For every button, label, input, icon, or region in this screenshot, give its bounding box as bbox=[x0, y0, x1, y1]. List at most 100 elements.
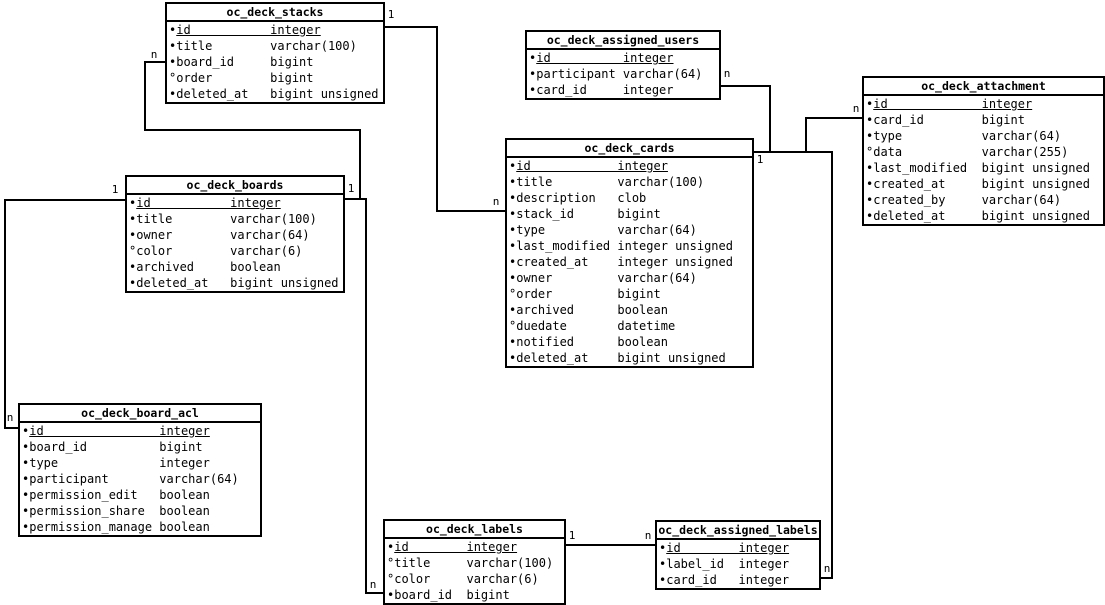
required-bullet-icon: • bbox=[509, 175, 517, 189]
column-row-board_id: •board_id bigint bbox=[167, 54, 383, 70]
cardinality-label: n bbox=[7, 411, 14, 424]
required-bullet-icon: • bbox=[509, 207, 517, 221]
column-row-permission_share: •permission_share boolean bbox=[20, 503, 260, 519]
primary-key-column-text: id integer bbox=[666, 541, 790, 555]
required-bullet-icon: • bbox=[169, 87, 177, 101]
column-row-label_id: •label_id integer bbox=[657, 556, 819, 572]
column-row-id: •id integer bbox=[864, 96, 1103, 112]
cardinality-label: n bbox=[370, 578, 377, 591]
required-bullet-icon: • bbox=[529, 67, 537, 81]
entity-table-oc_deck_assigned_users: oc_deck_assigned_users•id integer•partic… bbox=[525, 30, 721, 100]
required-bullet-icon: • bbox=[509, 239, 517, 253]
column-text: participant varchar(64) bbox=[536, 67, 703, 81]
column-row-board_id: •board_id bigint bbox=[385, 587, 564, 603]
required-bullet-icon: • bbox=[22, 488, 30, 502]
column-text: deleted_at bigint unsigned bbox=[176, 87, 379, 101]
column-row-id: •id integer bbox=[167, 22, 383, 38]
required-bullet-icon: • bbox=[529, 83, 537, 97]
required-bullet-icon: • bbox=[129, 260, 137, 274]
required-bullet-icon: • bbox=[129, 212, 137, 226]
required-bullet-icon: • bbox=[509, 335, 517, 349]
column-row-deleted_at: •deleted_at bigint unsigned bbox=[167, 86, 383, 102]
cardinality-label: n bbox=[493, 195, 500, 208]
cardinality-label: n bbox=[853, 102, 860, 115]
required-bullet-icon: • bbox=[866, 129, 874, 143]
entity-table-oc_deck_attachment: oc_deck_attachment•id integer•card_id bi… bbox=[862, 76, 1105, 226]
column-text: owner varchar(64) bbox=[516, 271, 697, 285]
required-bullet-icon: • bbox=[169, 23, 177, 37]
column-text: deleted_at bigint unsigned bbox=[873, 209, 1090, 223]
cardinality-label: 1 bbox=[757, 153, 764, 166]
column-text: order bigint bbox=[176, 71, 314, 85]
entity-title: oc_deck_labels bbox=[385, 521, 564, 539]
cardinality-label: n bbox=[645, 529, 652, 542]
required-bullet-icon: • bbox=[22, 440, 30, 454]
column-text: type varchar(64) bbox=[516, 223, 697, 237]
column-text: label_id integer bbox=[666, 557, 790, 571]
column-row-type: •type varchar(64) bbox=[864, 128, 1103, 144]
nullable-bullet-icon: ° bbox=[387, 572, 395, 586]
column-row-permission_edit: •permission_edit boolean bbox=[20, 487, 260, 503]
required-bullet-icon: • bbox=[509, 255, 517, 269]
required-bullet-icon: • bbox=[509, 303, 517, 317]
required-bullet-icon: • bbox=[509, 191, 517, 205]
column-text: data varchar(255) bbox=[873, 145, 1069, 159]
column-text: created_at integer unsigned bbox=[516, 255, 733, 269]
required-bullet-icon: • bbox=[866, 209, 874, 223]
cardinality-label: n bbox=[151, 48, 158, 61]
column-row-title: •title varchar(100) bbox=[167, 38, 383, 54]
column-row-stack_id: •stack_id bigint bbox=[507, 206, 752, 222]
column-row-title: •title varchar(100) bbox=[507, 174, 752, 190]
relationship-line-oc_deck_boards--oc_deck_labels bbox=[345, 198, 383, 594]
column-text: permission_manage boolean bbox=[29, 520, 210, 534]
column-row-color: °color varchar(6) bbox=[127, 243, 343, 259]
column-text: archived boolean bbox=[516, 303, 668, 317]
column-row-deleted_at: •deleted_at bigint unsigned bbox=[127, 275, 343, 291]
required-bullet-icon: • bbox=[169, 39, 177, 53]
column-row-card_id: •card_id integer bbox=[527, 82, 719, 98]
relationship-line-oc_deck_boards--oc_deck_board_acl bbox=[4, 199, 125, 429]
cardinality-label: 1 bbox=[112, 183, 119, 196]
entity-table-oc_deck_assigned_labels: oc_deck_assigned_labels•id integer•label… bbox=[655, 520, 821, 590]
column-row-id: •id integer bbox=[127, 195, 343, 211]
required-bullet-icon: • bbox=[22, 472, 30, 486]
required-bullet-icon: • bbox=[659, 573, 667, 587]
column-text: type varchar(64) bbox=[873, 129, 1062, 143]
column-text: notified boolean bbox=[516, 335, 668, 349]
entity-table-oc_deck_stacks: oc_deck_stacks•id integer•title varchar(… bbox=[165, 2, 385, 104]
column-text: archived boolean bbox=[136, 260, 281, 274]
entity-title: oc_deck_stacks bbox=[167, 4, 383, 22]
column-row-data: °data varchar(255) bbox=[864, 144, 1103, 160]
column-text: color varchar(6) bbox=[394, 572, 539, 586]
column-text: created_by varchar(64) bbox=[873, 193, 1062, 207]
nullable-bullet-icon: ° bbox=[509, 287, 517, 301]
column-text: deleted_at bigint unsigned bbox=[516, 351, 726, 365]
column-text: card_id integer bbox=[666, 573, 790, 587]
column-row-title: °title varchar(100) bbox=[385, 555, 564, 571]
column-text: description clob bbox=[516, 191, 647, 205]
column-row-created_at: •created_at bigint unsigned bbox=[864, 176, 1103, 192]
required-bullet-icon: • bbox=[866, 193, 874, 207]
column-text: last_modified bigint unsigned bbox=[873, 161, 1090, 175]
column-row-created_at: •created_at integer unsigned bbox=[507, 254, 752, 270]
entity-title: oc_deck_attachment bbox=[864, 78, 1103, 96]
column-row-archived: •archived boolean bbox=[507, 302, 752, 318]
cardinality-label: n bbox=[824, 562, 831, 575]
required-bullet-icon: • bbox=[509, 223, 517, 237]
required-bullet-icon: • bbox=[659, 541, 667, 555]
required-bullet-icon: • bbox=[387, 588, 395, 602]
primary-key-column-text: id integer bbox=[394, 540, 518, 554]
column-text: type integer bbox=[29, 456, 210, 470]
column-row-board_id: •board_id bigint bbox=[20, 439, 260, 455]
required-bullet-icon: • bbox=[866, 161, 874, 175]
column-row-owner: •owner varchar(64) bbox=[127, 227, 343, 243]
column-row-participant: •participant varchar(64) bbox=[20, 471, 260, 487]
column-text: permission_share boolean bbox=[29, 504, 210, 518]
required-bullet-icon: • bbox=[529, 51, 537, 65]
column-text: participant varchar(64) bbox=[29, 472, 239, 486]
cardinality-label: 1 bbox=[388, 8, 395, 21]
required-bullet-icon: • bbox=[22, 504, 30, 518]
column-text: deleted_at bigint unsigned bbox=[136, 276, 339, 290]
column-row-title: •title varchar(100) bbox=[127, 211, 343, 227]
